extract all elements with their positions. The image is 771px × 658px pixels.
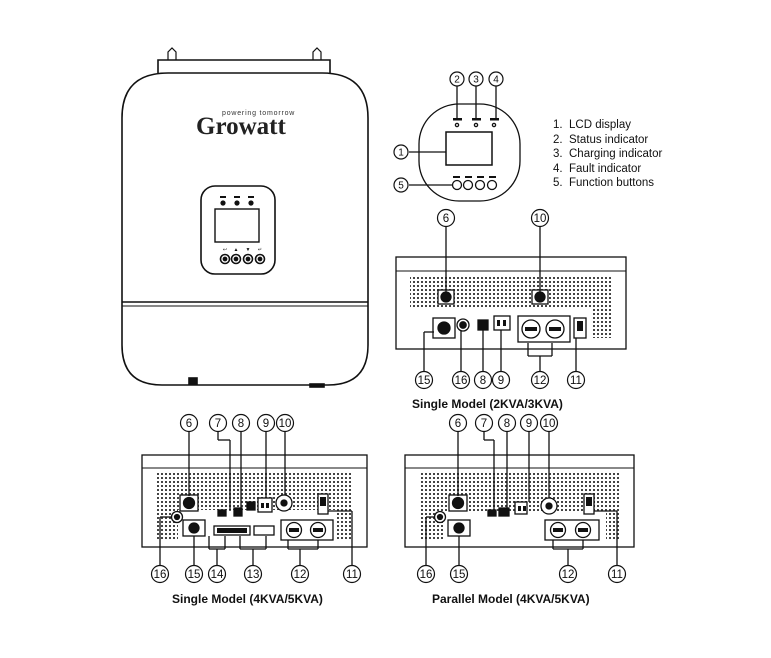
front-display-bezel [200,185,276,275]
callout-circle [208,413,228,433]
callout-number: 16 [455,375,468,387]
callout-circle [519,413,539,433]
legend: 1. LCD display 2. Status indicator 3. Ch… [553,118,662,191]
callout-circle [414,370,434,390]
callout-number: 8 [238,418,244,430]
callout-circle [468,71,484,87]
callout-number: 16 [420,569,433,581]
front-button-symbols: ↩ ▲ ▼ ↵ [223,247,262,253]
callout-number: 10 [534,213,547,225]
inverter-body [121,72,369,386]
callout-circle [473,370,493,390]
callout-circle [275,413,295,433]
caption-parallel: Parallel Model (4KVA/5KVA) [432,592,590,606]
legend-item: 2. Status indicator [553,133,649,146]
callout-number: 7 [481,418,487,430]
callout-circle [179,413,199,433]
callout-circle [290,564,310,584]
callout-number: 11 [346,569,358,581]
callout-circle [491,370,511,390]
callout-circle [150,564,170,584]
legend-item: 4. Fault indicator [553,162,642,175]
panel-callouts: 2 3 4 1 5 [393,71,504,193]
callout-number: 1 [398,148,404,159]
callout-number: 8 [504,418,510,430]
callout-number: 8 [480,375,486,387]
callout-number: 6 [186,418,192,430]
callout-circle [448,413,468,433]
callout-number: 14 [211,569,224,581]
control-panel-detail [409,85,521,202]
callout-number: 5 [398,181,404,192]
callout-number: 15 [188,569,201,581]
front-lcd [214,208,260,243]
callout-circle [451,370,471,390]
callout-circle [530,208,550,228]
brand-tagline: powering tomorrow [222,110,295,117]
callout-number: 7 [215,418,221,430]
callout-number: 6 [455,418,461,430]
callout-number: 11 [611,569,623,581]
svg-text:▲: ▲ [234,247,239,253]
callout-number: 10 [543,418,556,430]
parallel-callouts: 6 7 8 9 10 16 15 12 11 [416,413,627,584]
callout-circle [184,564,204,584]
callout-circle [256,413,276,433]
single-model-large-view [141,431,368,565]
callout-number: 4 [493,75,499,86]
callout-number: 9 [498,375,504,387]
svg-text:↵: ↵ [258,247,262,253]
callout-circle [488,71,504,87]
callout-number: 12 [562,569,575,581]
callout-number: 11 [570,375,582,387]
inverter-front-view [121,47,369,388]
callout-number: 9 [526,418,532,430]
svg-text:▼: ▼ [246,247,251,253]
callout-circle [243,564,263,584]
legend-item: 5. Function buttons [553,177,655,190]
callout-circle [342,564,362,584]
callout-circle [207,564,227,584]
callout-number: 12 [294,569,307,581]
callout-circle [566,370,586,390]
callout-number: 6 [443,213,449,225]
legend-item: 1. LCD display [553,119,631,131]
callout-number: 2 [454,75,460,86]
callout-number: 3 [473,75,479,86]
svg-text:↩: ↩ [223,247,227,253]
parallel-model-view [404,431,635,565]
callout-number: 15 [418,375,431,387]
callout-circle [393,177,409,193]
single-large-callouts: 6 7 8 9 10 16 15 14 13 12 11 [150,413,362,584]
callout-number: 12 [534,375,547,387]
callout-circle [416,564,436,584]
callout-circle [558,564,578,584]
callout-circle [436,208,456,228]
brand-logo: Growatt [196,113,286,140]
callout-number: 13 [247,569,260,581]
callout-circle [449,71,465,87]
legend-item: 3. Charging indicator [553,148,663,161]
callout-number: 15 [453,569,466,581]
callout-circle [474,413,494,433]
single-model-small-view [395,227,627,372]
panel-lcd [445,131,493,166]
callout-circle [539,413,559,433]
callout-circle [231,413,251,433]
callout-circle [607,564,627,584]
callout-circle [449,564,469,584]
callout-circle [530,370,550,390]
callout-number: 10 [279,418,292,430]
caption-single-small: Single Model (2KVA/3KVA) [412,397,563,411]
callout-circle [393,144,409,160]
caption-single-large: Single Model (4KVA/5KVA) [172,592,323,606]
callout-circle [497,413,517,433]
callout-number: 16 [154,569,167,581]
callout-number: 9 [263,418,269,430]
